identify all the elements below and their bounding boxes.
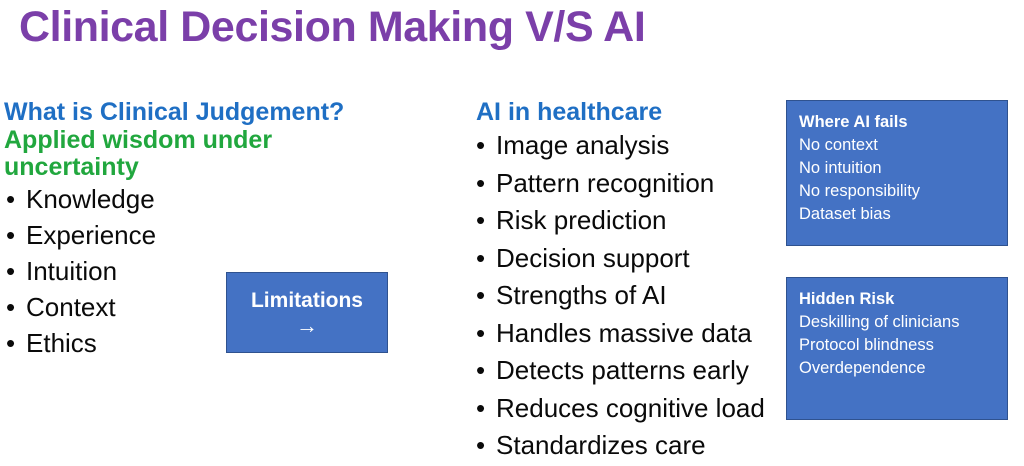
hidden-risk-line: Deskilling of clinicians bbox=[799, 313, 960, 331]
list-item: Detects patterns early bbox=[476, 352, 796, 390]
list-item: Standardizes care bbox=[476, 427, 796, 465]
list-item: Strengths of AI bbox=[476, 277, 796, 315]
hidden-risk-line: Overdependence bbox=[799, 359, 926, 377]
hidden-risk-box[interactable]: Hidden Risk Deskilling of clinicians Pro… bbox=[786, 277, 1008, 420]
where-ai-fails-box[interactable]: Where AI fails No context No intuition N… bbox=[786, 100, 1008, 246]
middle-column-heading: AI in healthcare bbox=[476, 98, 663, 126]
left-column-subheading: Applied wisdom under uncertainty bbox=[4, 126, 273, 181]
hidden-risk-line: Protocol blindness bbox=[799, 336, 934, 354]
list-item: Image analysis bbox=[476, 127, 796, 165]
list-item: Reduces cognitive load bbox=[476, 390, 796, 428]
arrow-right-icon: → bbox=[296, 312, 318, 338]
list-item: Pattern recognition bbox=[476, 165, 796, 203]
page-title: Clinical Decision Making V/S AI bbox=[19, 3, 646, 51]
limitations-callout-box[interactable]: Limitations → bbox=[226, 272, 388, 353]
list-item: Intuition bbox=[4, 253, 424, 289]
where-ai-fails-line: No context bbox=[799, 136, 878, 154]
middle-column: AI in healthcare Image analysis Pattern … bbox=[476, 98, 796, 465]
limitations-label: Limitations bbox=[250, 288, 363, 312]
list-item: Decision support bbox=[476, 240, 796, 278]
hidden-risk-title: Hidden Risk bbox=[799, 290, 895, 308]
list-item: Handles massive data bbox=[476, 315, 796, 353]
where-ai-fails-line: No intuition bbox=[799, 159, 882, 177]
ai-in-healthcare-list: Image analysis Pattern recognition Risk … bbox=[476, 127, 796, 465]
list-item: Context bbox=[4, 289, 424, 325]
left-column: What is Clinical Judgement? Applied wisd… bbox=[4, 98, 424, 361]
where-ai-fails-line: Dataset bias bbox=[799, 205, 891, 223]
where-ai-fails-title: Where AI fails bbox=[799, 113, 908, 131]
left-column-heading: What is Clinical Judgement? bbox=[4, 98, 345, 126]
list-item: Ethics bbox=[4, 325, 424, 361]
list-item: Experience bbox=[4, 217, 424, 253]
list-item: Knowledge bbox=[4, 181, 424, 217]
where-ai-fails-line: No responsibility bbox=[799, 182, 921, 200]
list-item: Risk prediction bbox=[476, 202, 796, 240]
clinical-judgement-list: Knowledge Experience Intuition Context E… bbox=[4, 181, 424, 361]
